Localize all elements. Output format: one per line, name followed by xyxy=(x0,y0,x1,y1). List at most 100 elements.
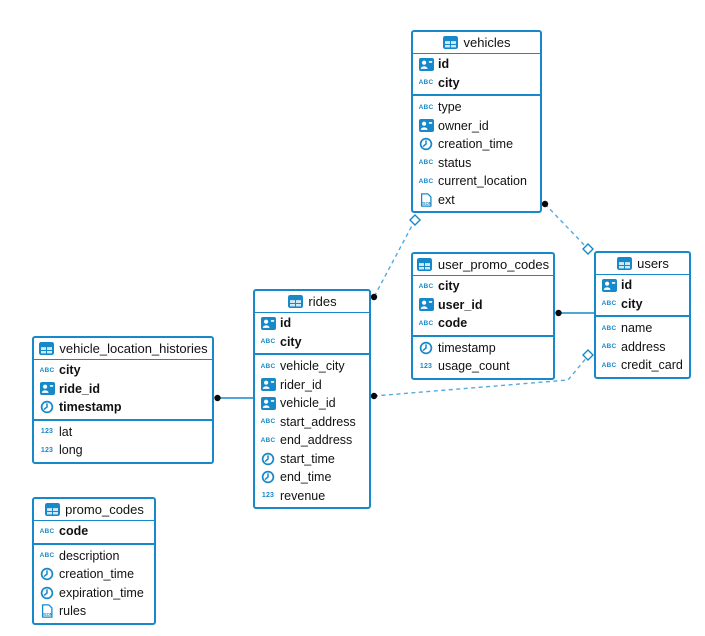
columns-section: ABC name ABC address ABC credit_card xyxy=(596,317,689,377)
table-user-promo-codes[interactable]: user_promo_codes ABC city user_id ABC co… xyxy=(411,252,555,380)
table-icon xyxy=(417,258,433,271)
relationship-endpoint-diamond xyxy=(582,349,594,361)
json-icon xyxy=(39,604,55,618)
column-name: rider_id xyxy=(280,377,322,392)
uuid-icon xyxy=(260,397,276,410)
column-row[interactable]: ABC city xyxy=(255,333,369,352)
column-row[interactable]: 123 long xyxy=(34,441,212,460)
relationship-endpoint-dot xyxy=(555,309,562,317)
table-users[interactable]: users id ABC city ABC name ABC address A… xyxy=(594,251,691,379)
column-name: lat xyxy=(59,424,73,439)
column-row[interactable]: vehicle_id xyxy=(255,394,369,413)
text-icon: ABC xyxy=(601,343,617,351)
column-row[interactable]: ABC address xyxy=(596,338,689,357)
table-header[interactable]: vehicles xyxy=(413,32,540,54)
column-row[interactable]: ABC city xyxy=(596,295,689,314)
column-row[interactable]: rider_id xyxy=(255,376,369,395)
column-name: city xyxy=(59,363,81,378)
table-promo-codes[interactable]: promo_codes ABC code ABC description cre… xyxy=(32,497,156,625)
table-name: vehicle_location_histories xyxy=(59,341,208,356)
column-row[interactable]: ride_id xyxy=(34,380,212,399)
column-row[interactable]: ABC vehicle_city xyxy=(255,357,369,376)
uuid-icon xyxy=(418,58,434,71)
column-name: start_address xyxy=(280,414,356,429)
columns-section: ABC description creation_time expiration… xyxy=(34,545,154,623)
column-row[interactable]: creation_time xyxy=(413,135,540,154)
table-vehicles[interactable]: vehicles id ABC city ABC type owner_id xyxy=(411,30,542,213)
column-row[interactable]: owner_id xyxy=(413,117,540,136)
timestamp-icon xyxy=(260,470,276,484)
column-row[interactable]: rules xyxy=(34,602,154,621)
column-name: owner_id xyxy=(438,118,489,133)
table-rides[interactable]: rides id ABC city ABC vehicle_city rider… xyxy=(253,289,371,509)
relationship-vehicles-users xyxy=(544,203,590,251)
column-row[interactable]: id xyxy=(596,276,689,295)
table-header[interactable]: vehicle_location_histories xyxy=(34,338,212,360)
column-row[interactable]: ABC status xyxy=(413,154,540,173)
column-row[interactable]: timestamp xyxy=(413,339,553,358)
column-row[interactable]: 123 revenue xyxy=(255,487,369,506)
text-icon: ABC xyxy=(601,324,617,332)
table-icon xyxy=(616,257,632,270)
column-name: ext xyxy=(438,192,455,207)
column-row[interactable]: end_time xyxy=(255,468,369,487)
relationship-rides-vehicles xyxy=(373,219,416,298)
column-row[interactable]: ABC city xyxy=(413,74,540,93)
table-name: user_promo_codes xyxy=(437,257,550,272)
table-header[interactable]: users xyxy=(596,253,689,275)
column-row[interactable]: ABC credit_card xyxy=(596,356,689,375)
table-name: users xyxy=(637,256,669,271)
table-name: vehicles xyxy=(463,35,511,50)
text-icon: ABC xyxy=(601,361,617,369)
column-row[interactable]: ABC city xyxy=(34,361,212,380)
column-row[interactable]: ABC description xyxy=(34,547,154,566)
timestamp-icon xyxy=(39,586,55,600)
column-row[interactable]: ABC end_address xyxy=(255,431,369,450)
table-header[interactable]: promo_codes xyxy=(34,499,154,521)
table-name: promo_codes xyxy=(65,502,144,517)
column-row[interactable]: expiration_time xyxy=(34,584,154,603)
column-row[interactable]: ABC code xyxy=(34,522,154,541)
table-header[interactable]: rides xyxy=(255,291,369,313)
column-row[interactable]: ABC city xyxy=(413,277,553,296)
column-name: type xyxy=(438,100,462,115)
column-name: id xyxy=(621,278,633,293)
uuid-icon xyxy=(418,298,434,311)
column-name: address xyxy=(621,339,666,354)
table-header[interactable]: user_promo_codes xyxy=(413,254,553,276)
columns-section: 123 lat 123 long xyxy=(34,421,212,462)
primary-key-section: id ABC city xyxy=(413,54,540,96)
column-row[interactable]: creation_time xyxy=(34,565,154,584)
column-row[interactable]: 123 lat xyxy=(34,423,212,442)
column-row[interactable]: ABC type xyxy=(413,98,540,117)
primary-key-section: ABC code xyxy=(34,521,154,545)
column-row[interactable]: ABC code xyxy=(413,314,553,333)
uuid-icon xyxy=(260,378,276,391)
number-icon: 123 xyxy=(40,428,54,436)
table-name: rides xyxy=(308,294,337,309)
column-name: timestamp xyxy=(59,400,122,415)
column-name: ride_id xyxy=(59,381,100,396)
column-row[interactable]: timestamp xyxy=(34,398,212,417)
uuid-icon xyxy=(39,382,55,395)
column-row[interactable]: 123 usage_count xyxy=(413,357,553,376)
uuid-icon xyxy=(418,119,434,132)
column-row[interactable]: ABC start_address xyxy=(255,413,369,432)
column-name: expiration_time xyxy=(59,585,144,600)
column-row[interactable]: id xyxy=(413,55,540,74)
timestamp-icon xyxy=(39,567,55,581)
column-row[interactable]: ext xyxy=(413,191,540,210)
column-row[interactable]: user_id xyxy=(413,296,553,315)
column-name: id xyxy=(438,57,450,72)
column-row[interactable]: ABC current_location xyxy=(413,172,540,191)
number-icon: 123 xyxy=(419,362,433,370)
columns-section: ABC vehicle_city rider_id vehicle_id ABC… xyxy=(255,355,369,507)
column-row[interactable]: id xyxy=(255,314,369,333)
text-icon: ABC xyxy=(601,300,617,308)
table-vehicle-location-histories[interactable]: vehicle_location_histories ABC city ride… xyxy=(32,336,214,464)
column-row[interactable]: ABC name xyxy=(596,319,689,338)
column-row[interactable]: start_time xyxy=(255,450,369,469)
columns-section: timestamp 123 usage_count xyxy=(413,337,553,378)
columns-section: ABC type owner_id creation_time ABC stat… xyxy=(413,96,540,211)
